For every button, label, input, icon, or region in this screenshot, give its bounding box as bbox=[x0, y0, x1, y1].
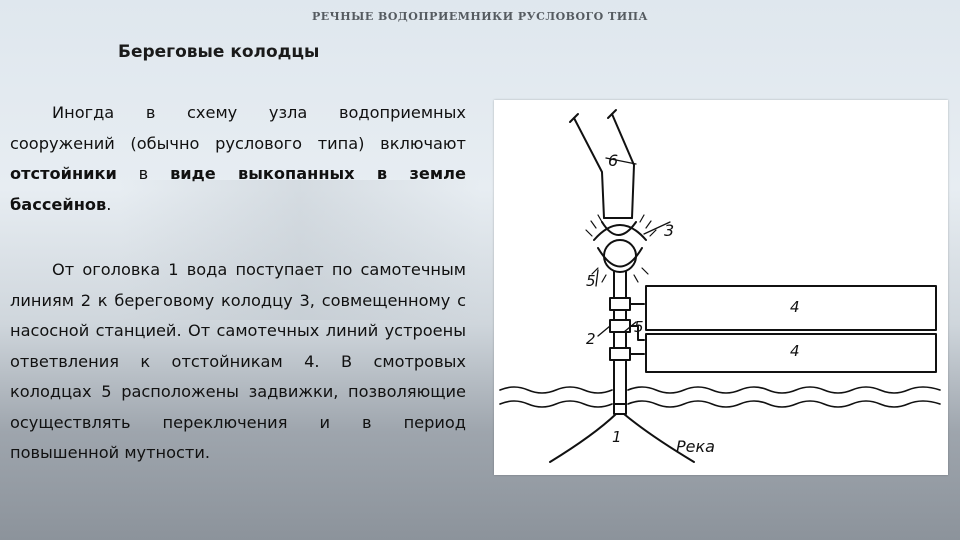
scheme-drawing: 6 3 5 5 2 4 4 1 Река bbox=[499, 109, 941, 463]
background-photo-shade bbox=[120, 180, 480, 320]
well-3-casing bbox=[593, 224, 647, 268]
p1-text-1: Иногда в схему узла водоприемных сооруже… bbox=[10, 103, 466, 153]
manhole-5-lower bbox=[609, 347, 631, 361]
riverbank-wave-1 bbox=[499, 386, 941, 394]
intake-funnel bbox=[549, 413, 695, 463]
manhole-5-top bbox=[609, 297, 631, 311]
scheme-figure: 6 3 5 5 2 4 4 1 Река bbox=[494, 100, 948, 475]
label-river: Река bbox=[676, 437, 715, 456]
pressure-pipe-6 bbox=[573, 113, 635, 219]
settler-4-bottom bbox=[645, 333, 937, 373]
label-5-right: 5 bbox=[634, 318, 644, 336]
label-4-bottom: 4 bbox=[790, 342, 800, 360]
label-6: 6 bbox=[608, 151, 618, 170]
slide-title: Береговые колодцы bbox=[118, 42, 320, 62]
label-3: 3 bbox=[664, 221, 674, 240]
riverbank-wave-2 bbox=[499, 400, 941, 408]
label-5-left: 5 bbox=[586, 272, 596, 290]
label-1: 1 bbox=[612, 428, 622, 446]
p1-text-2: в bbox=[116, 164, 171, 183]
p1-bold-1: отстойники bbox=[10, 164, 117, 183]
label-2: 2 bbox=[586, 330, 596, 348]
intake-head-1 bbox=[613, 403, 627, 415]
paragraph-1: Иногда в схему узла водоприемных сооруже… bbox=[10, 98, 466, 220]
p2-text: От оголовка 1 вода поступает по самотечн… bbox=[10, 260, 466, 462]
p1-text-3: . bbox=[106, 194, 112, 214]
gravity-line-2 bbox=[613, 271, 627, 407]
label-4-top: 4 bbox=[790, 298, 800, 316]
p1-bold-2: виде выкопанных в земле бассейнов bbox=[10, 164, 466, 214]
paragraph-2: От оголовка 1 вода поступает по самотечн… bbox=[10, 255, 466, 469]
settler-4-top bbox=[645, 285, 937, 331]
well-3-cup bbox=[601, 221, 637, 236]
slide-header: РЕЧНЫЕ ВОДОПРИЕМНИКИ РУСЛОВОГО ТИПА bbox=[312, 10, 648, 23]
